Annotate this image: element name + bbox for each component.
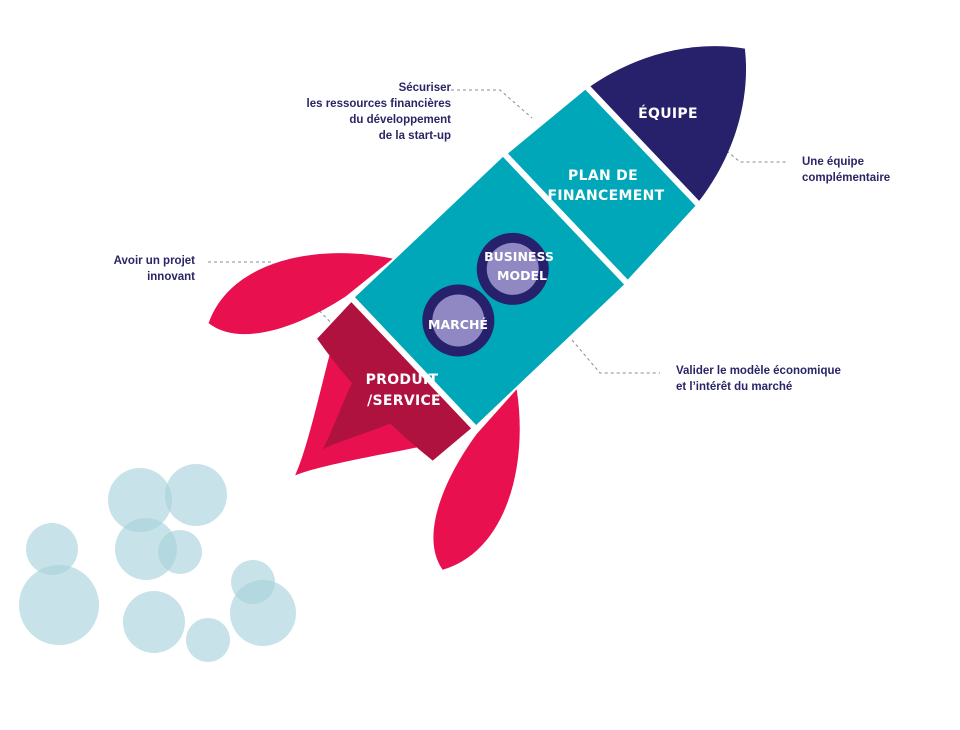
segment-plan	[507, 89, 696, 280]
annotation-equipe-line2: complémentaire	[802, 172, 891, 184]
leader-line-equipe	[721, 146, 788, 163]
smoke-bubble	[158, 530, 202, 574]
smoke-bubble	[115, 518, 177, 580]
annotation-equipe-line1: Une équipe	[802, 156, 864, 168]
label-business-line1: BUSINESS	[484, 249, 554, 264]
annotation-securiser-line2: les ressources financières	[306, 98, 451, 110]
smoke-bubble	[165, 464, 227, 526]
smoke-bubble	[123, 591, 185, 653]
label-produit-line1: PRODUIT	[366, 372, 439, 388]
annotation-projet: Avoir un projet innovant	[60, 253, 195, 285]
label-marche: MARCHÉ	[428, 317, 488, 332]
annotation-securiser-line4: de la start-up	[378, 130, 451, 142]
annotation-securiser-line1: Sécuriser	[398, 82, 451, 94]
label-plan-line2: FINANCEMENT	[548, 188, 665, 204]
annotation-valider-line2: et l’intérêt du marché	[676, 381, 793, 393]
smoke-bubble	[108, 468, 172, 532]
exhaust-flame-inner	[322, 382, 391, 450]
segment-produit	[317, 302, 472, 461]
porthole-business-model	[476, 232, 549, 305]
leader-line-securiser	[451, 89, 533, 119]
rocket	[208, 46, 747, 570]
right-fin	[433, 389, 520, 570]
smoke-cloud	[19, 464, 296, 662]
label-equipe: ÉQUIPE	[638, 105, 698, 122]
segment-equipe	[590, 46, 747, 201]
label-produit-line2: /SERVICE	[367, 393, 441, 409]
annotation-valider-line1: Valider le modèle économique	[676, 365, 841, 377]
leader-line-valider	[571, 339, 660, 374]
annotation-securiser-line3: du développement	[349, 114, 451, 126]
label-business-line2: MODEL	[497, 268, 547, 283]
annotation-equipe: Une équipe complémentaire	[802, 154, 890, 186]
smoke-bubble	[26, 523, 78, 575]
annotation-securiser: Sécuriser les ressources financières du …	[270, 80, 451, 144]
annotation-projet-line1: Avoir un projet	[113, 255, 195, 267]
annotation-projet-line2: innovant	[147, 271, 195, 283]
annotation-valider: Valider le modèle économique et l’intérê…	[676, 363, 841, 395]
left-fin	[208, 253, 393, 335]
smoke-bubble	[186, 618, 230, 662]
smoke-bubble	[230, 580, 296, 646]
smoke-bubble	[19, 565, 99, 645]
porthole-marche	[422, 284, 495, 357]
label-plan-line1: PLAN DE	[568, 168, 638, 184]
